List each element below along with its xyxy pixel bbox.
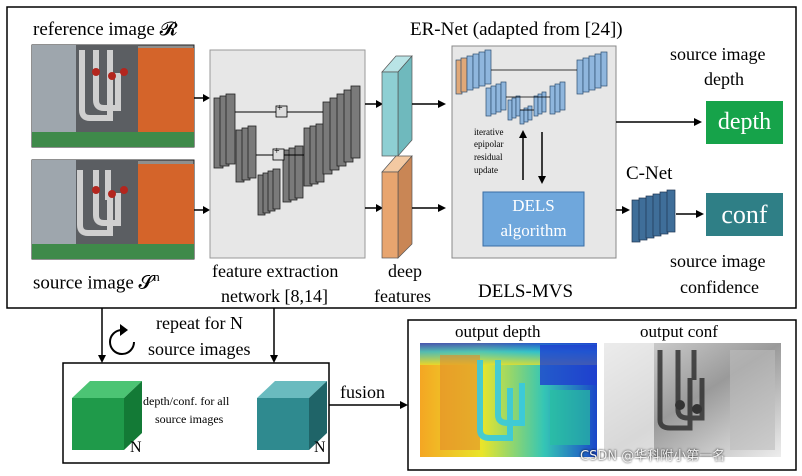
reference-image-label: reference image 𝓡	[33, 19, 178, 40]
output-conf-image	[604, 343, 781, 457]
deep-feature-orange	[381, 155, 413, 259]
deep-features-label-2: features	[374, 286, 431, 306]
feature-extraction-label-2: network [8,14]	[221, 286, 328, 306]
iterative-label-3: residual	[474, 152, 503, 162]
dels-mvs-label: DELS-MVS	[478, 281, 574, 302]
cubes-box	[62, 362, 330, 464]
n-label-right: N	[314, 439, 326, 456]
output-conf-label: output conf	[640, 322, 718, 341]
source-conf-label-2: confidence	[680, 277, 759, 297]
output-depth-label: output depth	[455, 322, 541, 341]
output-frame	[407, 319, 797, 471]
er-net-title: ER-Net (adapted from [24])	[410, 19, 623, 40]
er-net-blocks	[455, 49, 608, 125]
n-label-left: N	[130, 439, 142, 456]
plus-symbol-upper: +	[277, 103, 283, 114]
fusion-label: fusion	[340, 382, 385, 402]
iterative-label-4: update	[474, 165, 498, 175]
top-frame	[6, 6, 797, 309]
c-net-blocks	[631, 189, 676, 243]
iterative-label-1: iterative	[474, 127, 504, 137]
repeat-icon	[109, 329, 135, 355]
source-depth-label-1: source image	[670, 44, 766, 64]
conf-box-label: conf	[721, 199, 768, 229]
repeat-label-1: repeat for N	[156, 313, 243, 333]
skip-plus-upper	[275, 105, 288, 118]
depth-box-label: depth	[717, 109, 772, 135]
iterative-label-2: epipolar	[474, 139, 504, 149]
dels-label-2: algorithm	[500, 221, 567, 240]
source-conf-label-1: source image	[670, 251, 766, 271]
source-image	[31, 159, 195, 260]
dels-algorithm-box	[482, 191, 585, 247]
source-image-label: source image 𝓢n	[33, 270, 160, 292]
feature-extraction-label-1: feature extraction	[212, 261, 339, 281]
green-cube	[72, 381, 142, 450]
feature-network-blocks	[213, 85, 361, 216]
skip-plus-lower	[272, 148, 285, 161]
plus-symbol-lower: +	[274, 146, 280, 157]
deep-feature-teal	[381, 55, 413, 157]
source-image-label-text: source image 𝓢	[33, 272, 154, 294]
reference-image	[31, 44, 195, 148]
teal-cube	[257, 381, 327, 450]
dels-label-1: DELS	[512, 196, 555, 215]
depth-box	[706, 101, 783, 144]
c-net-label: C-Net	[626, 163, 673, 184]
cube-caption-2: source images	[155, 412, 224, 426]
watermark: CSDN @华科附小第一名	[580, 449, 726, 464]
deep-features-label-1: deep	[388, 261, 422, 281]
conf-box	[706, 193, 783, 236]
cube-caption-1: depth/conf. for all	[143, 394, 230, 408]
source-image-label-sup: n	[153, 269, 160, 284]
repeat-label-2: source images	[148, 339, 251, 359]
source-depth-label-2: depth	[704, 69, 744, 89]
output-depth-image	[420, 343, 597, 457]
